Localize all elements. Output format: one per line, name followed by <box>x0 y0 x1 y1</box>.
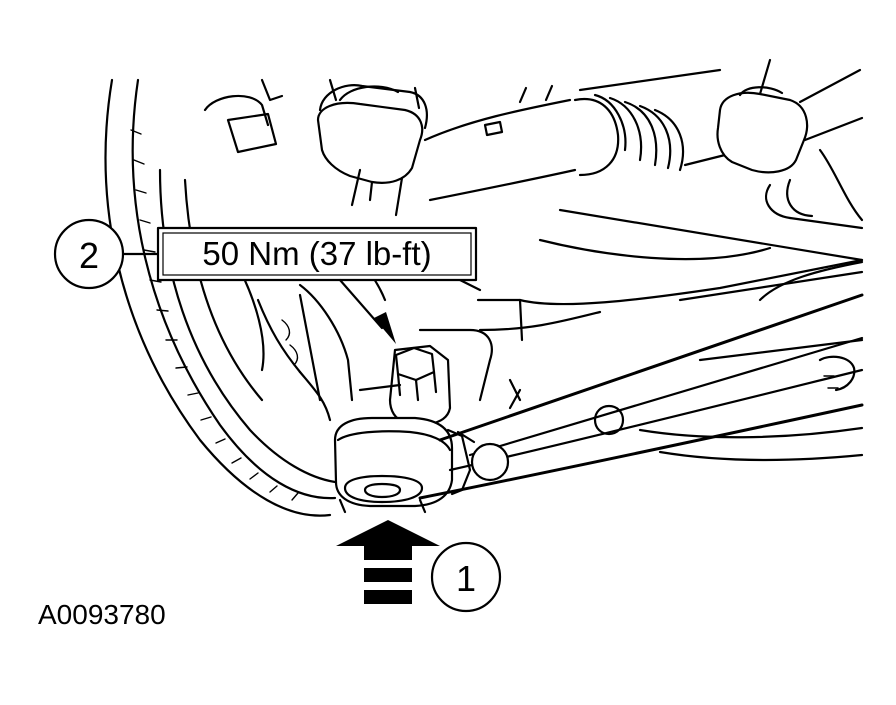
torque-spec-box <box>156 226 478 282</box>
callout-1-circle <box>430 541 502 613</box>
push-arrow-bar-2 <box>364 590 412 604</box>
figure-id: A0093780 <box>38 599 166 630</box>
lower-arm-bushing <box>333 416 454 514</box>
cv-boot <box>423 68 727 202</box>
subframe <box>478 208 864 462</box>
torque-pointer-line <box>338 278 384 330</box>
torque-pointer-arrowhead <box>374 312 396 344</box>
torque-spec-label: 50 Nm (37 lb-ft) <box>202 235 431 272</box>
callout-2-number: 2 <box>79 235 99 276</box>
lower-control-arm <box>418 260 864 500</box>
callout-1-number: 1 <box>456 558 476 599</box>
push-arrow-bar-1 <box>364 568 412 582</box>
callout-1: 1 <box>336 520 502 613</box>
ball-joint-bolt <box>358 344 452 426</box>
strut-assembly <box>716 58 864 230</box>
callout-2: 2 50 Nm (37 lb-ft) <box>53 218 478 344</box>
upper-mount <box>316 78 428 217</box>
push-arrow-head <box>336 520 440 560</box>
